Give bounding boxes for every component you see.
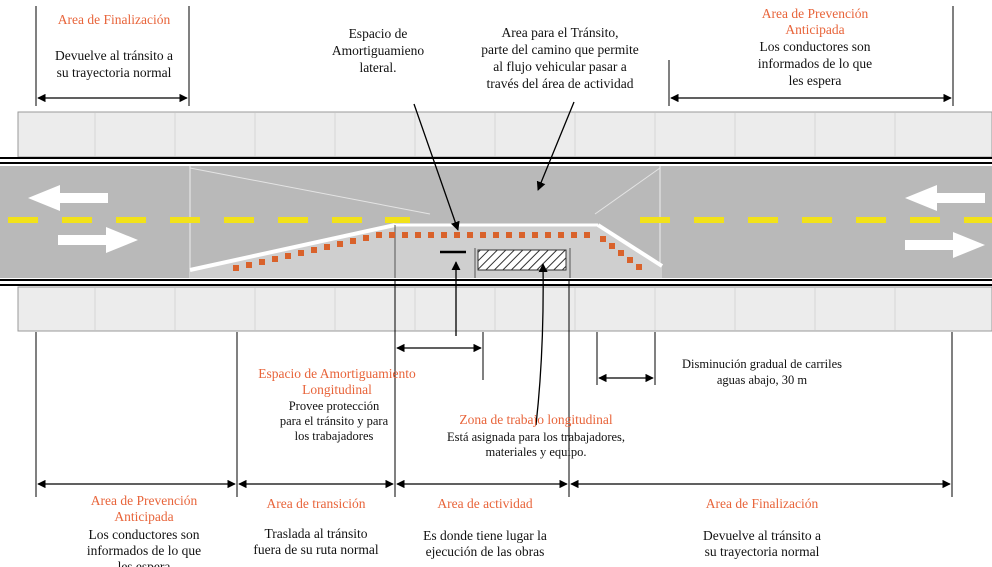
transit-guide-left <box>189 167 431 215</box>
leader-work-zone <box>535 263 548 426</box>
taper-line1: Disminución gradual de carriles <box>682 357 842 371</box>
buffer-long-line3: los trabajadores <box>295 429 374 443</box>
buffer-long-title1: Espacio de Amortiguamiento <box>258 366 416 381</box>
work-zone-title: Zona de trabajo longitudinal <box>459 412 613 427</box>
traffic-arrows <box>28 185 985 258</box>
top-right-line1: Los conductores son <box>760 39 871 54</box>
arrow-left-icon-2 <box>905 185 985 211</box>
transit-line4: través del área de actividad <box>487 76 634 91</box>
top-right-title2: Anticipada <box>785 22 844 37</box>
road-edge-top <box>0 157 992 159</box>
bottom-advance-line2: informados de lo que <box>87 543 201 558</box>
buffer-long-line1: Provee protección <box>289 399 380 413</box>
buffer-lateral-line1: Espacio de <box>349 26 408 41</box>
bottom-advance-line3: les espera <box>118 559 171 567</box>
arrow-right-icon <box>58 227 138 253</box>
top-left-line2: su trayectoria normal <box>57 65 172 80</box>
lower-roadside-texture <box>94 288 896 330</box>
transit-line2: parte del camino que permite <box>481 42 638 57</box>
top-right-line3: les espera <box>789 73 842 88</box>
buffer-lateral-line2: Amortiguamieno <box>332 43 424 58</box>
arrow-right-icon-2 <box>905 232 985 258</box>
bottom-transition-line1: Traslada al tránsito <box>265 526 368 541</box>
bottom-advance-title1: Area de Prevención <box>91 493 198 508</box>
cones <box>233 232 642 271</box>
buffer-lateral-line3: lateral. <box>359 60 396 75</box>
bottom-activity-line1: Es donde tiene lugar la <box>423 528 547 543</box>
work-zone-hatch <box>477 249 567 271</box>
leader-transit <box>536 101 575 191</box>
lane-centerline <box>8 217 992 223</box>
bottom-activity-title: Area de actividad <box>437 496 532 511</box>
bottom-advance-title2: Anticipada <box>114 509 173 524</box>
transit-guide-right <box>594 167 661 215</box>
top-right-line2: informados de lo que <box>758 56 872 71</box>
bottom-transition-line2: fuera de su ruta normal <box>253 542 378 557</box>
road-edge-top-2 <box>0 162 992 164</box>
top-left-line1: Devuelve al tránsito a <box>55 48 173 63</box>
arrow-left-icon <box>28 185 108 211</box>
leader-buffer-lateral <box>413 103 460 231</box>
lower-roadside <box>17 286 992 332</box>
upper-roadside-texture <box>94 113 896 156</box>
road-edge-bottom-2 <box>0 284 992 286</box>
work-zone-line2: materiales y equipo. <box>485 445 586 459</box>
bottom-termination-line1: Devuelve al tránsito a <box>703 528 821 543</box>
work-zone-line1: Está asignada para los trabajadores, <box>447 430 625 444</box>
transit-line1: Area para el Tránsito, <box>502 25 619 40</box>
bottom-activity-line2: ejecución de las obras <box>426 544 545 559</box>
bottom-advance-line1: Los conductores son <box>89 527 200 542</box>
top-left-title: Area de Finalización <box>58 12 171 27</box>
buffer-long-title2: Longitudinal <box>302 382 372 397</box>
road-edge-bottom <box>0 279 992 281</box>
upper-roadside <box>17 111 992 158</box>
transit-line3: al flujo vehicular pasar a <box>493 59 626 74</box>
bottom-termination-line2: su trayectoria normal <box>705 544 820 559</box>
road-group <box>0 111 992 332</box>
bottom-transition-title: Area de transición <box>267 496 366 511</box>
bottom-termination-title: Area de Finalización <box>706 496 819 511</box>
taper-line2: aguas abajo, 30 m <box>717 373 808 387</box>
buffer-long-line2: para el tránsito y para <box>280 414 389 428</box>
top-right-title1: Area de Prevención <box>762 6 869 21</box>
